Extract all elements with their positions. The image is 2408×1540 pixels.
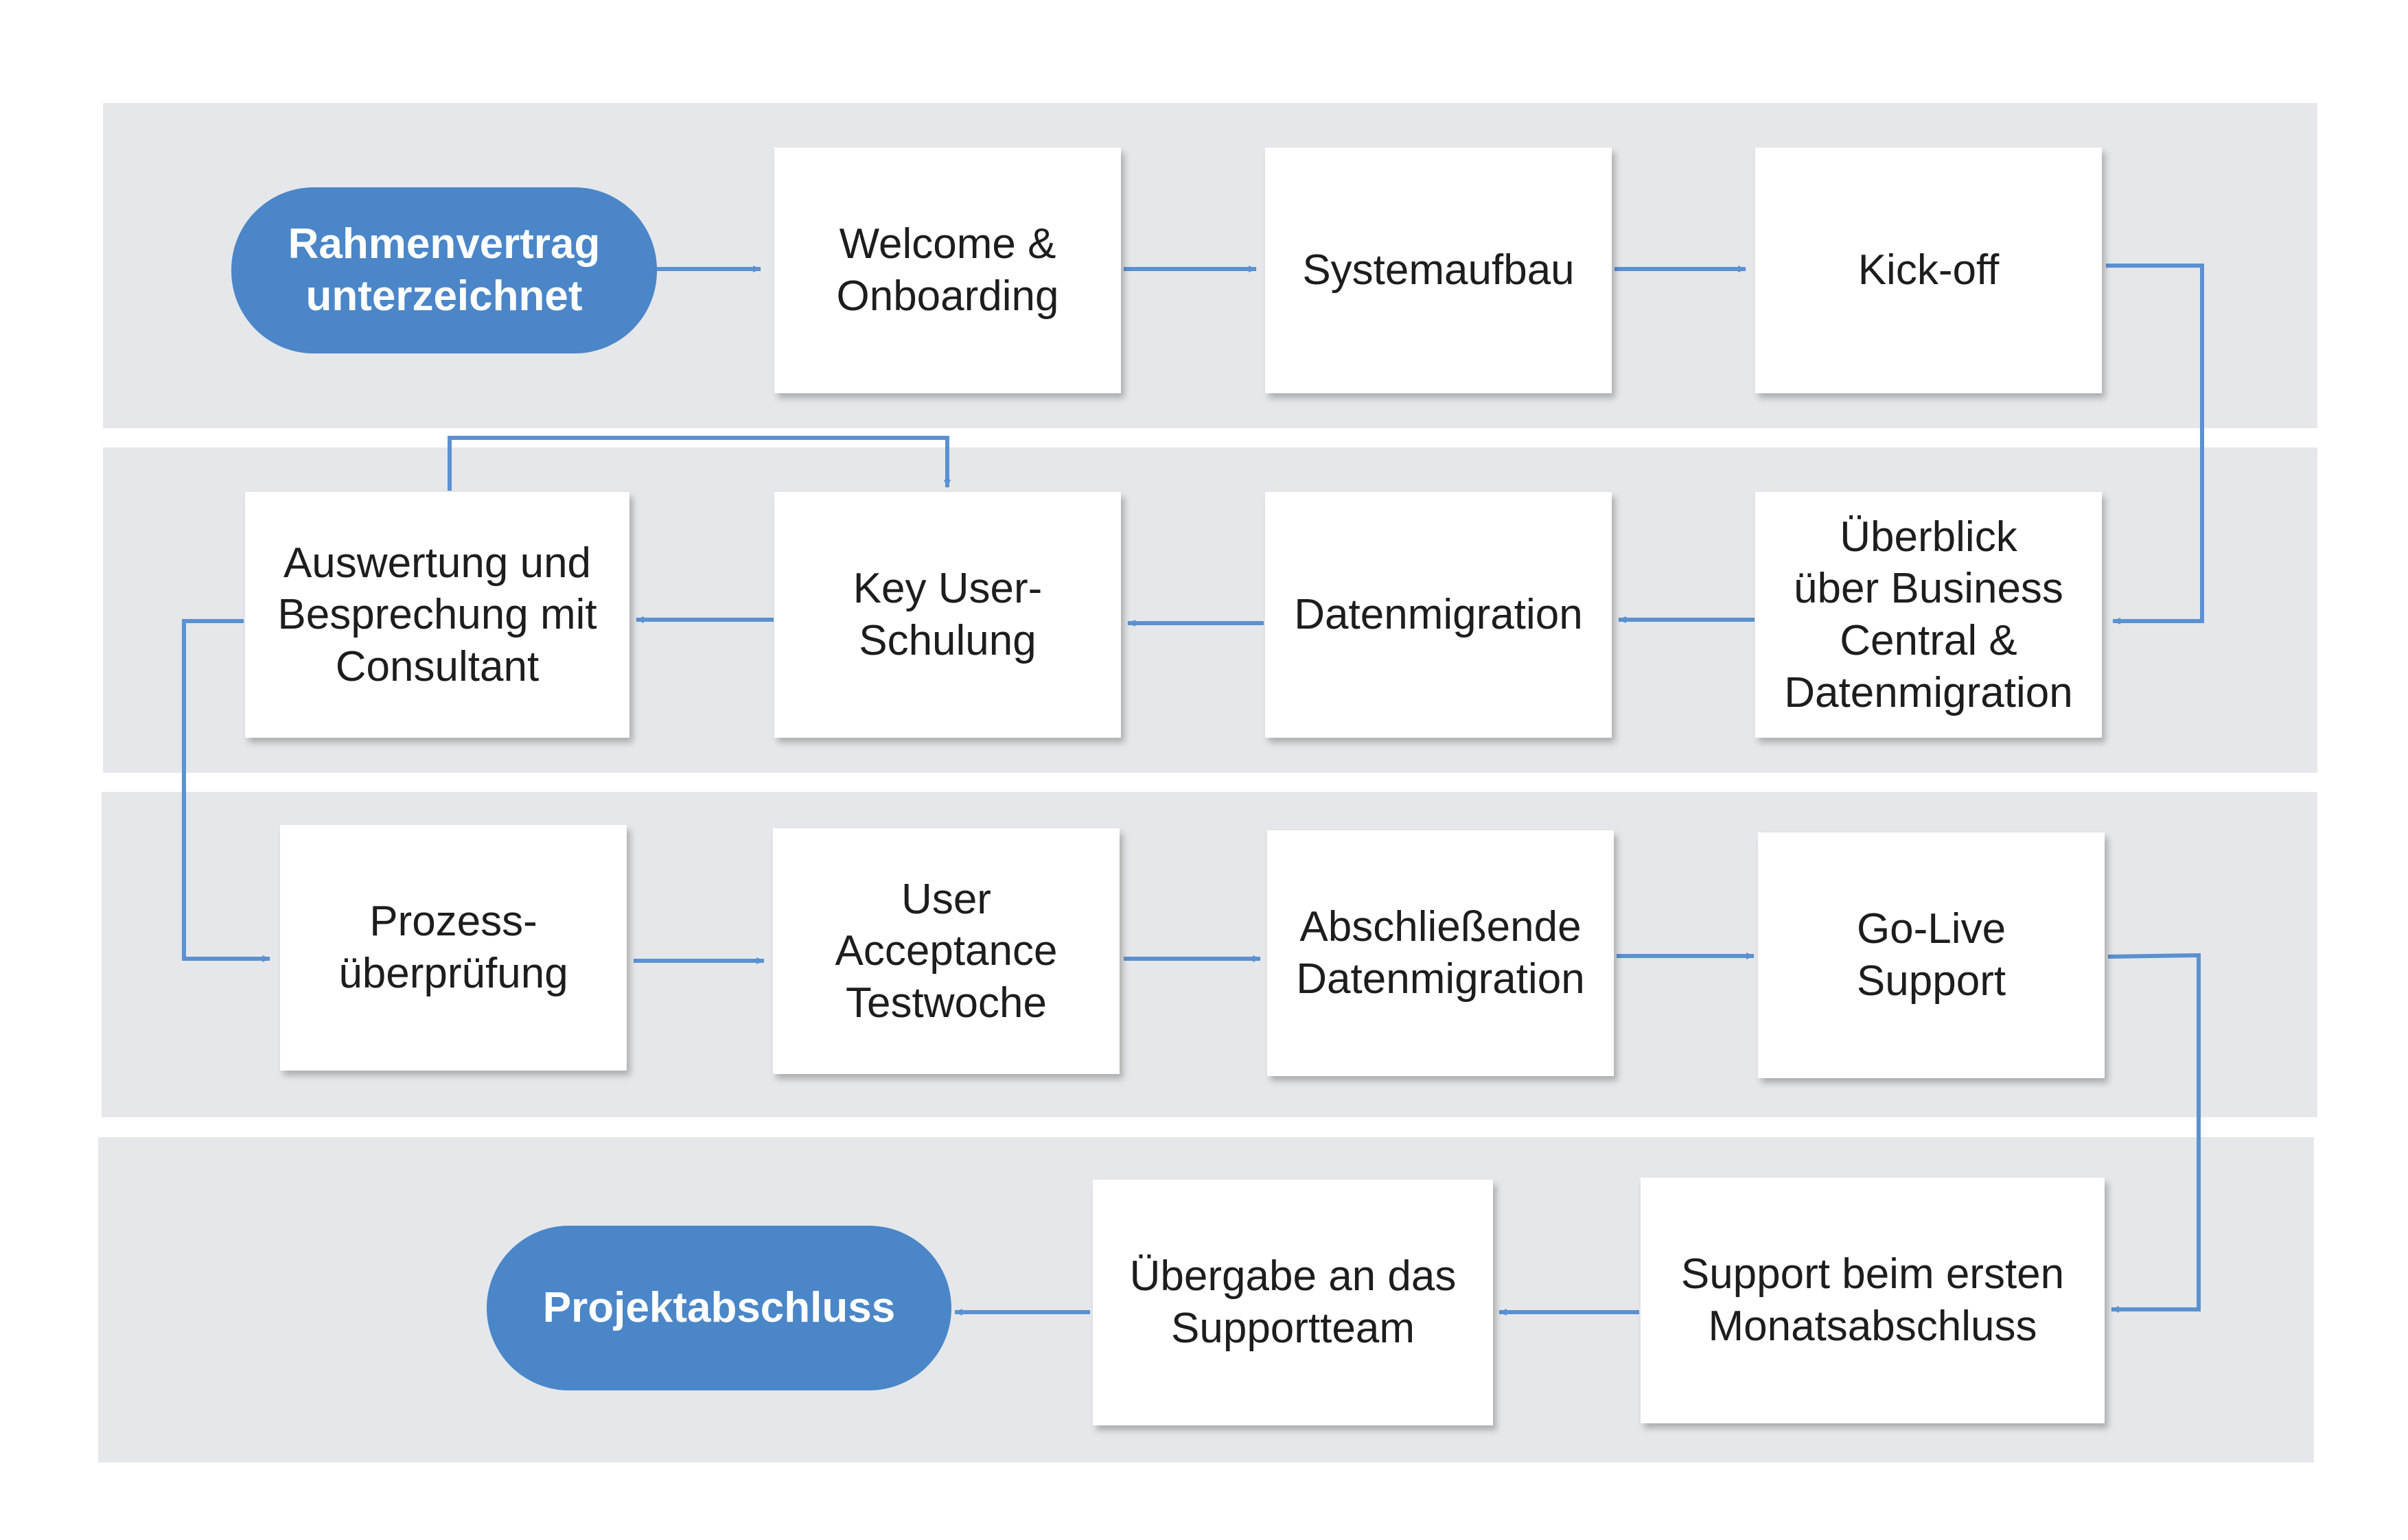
step-key-user-schulung: Key User- Schulung bbox=[774, 492, 1121, 738]
step-user-acceptance-testwoche: User Acceptance Testwoche bbox=[773, 828, 1120, 1074]
step-welcome-onboarding: Welcome & Onboarding bbox=[774, 148, 1121, 393]
step-go-live-support: Go-Live Support bbox=[1758, 832, 2105, 1078]
step-prozessueberpruefung: Prozess- überprüfung bbox=[280, 825, 627, 1071]
step-uebergabe-supportteam: Übergabe an das Supportteam bbox=[1093, 1180, 1493, 1425]
step-support-monatsabschluss: Support beim ersten Monatsabschluss bbox=[1641, 1178, 2105, 1423]
step-abschliessende-datenmigration: Abschließende Datenmigration bbox=[1267, 830, 1614, 1076]
arrow-auswertung-to-prozess bbox=[182, 619, 270, 962]
step-datenmigration: Datenmigration bbox=[1265, 492, 1612, 738]
arrow-golive-to-support-monat bbox=[2107, 953, 2201, 1313]
step-auswertung-besprechung: Auswertung und Besprechung mit Consultan… bbox=[245, 492, 629, 738]
step-systemaufbau: Systemaufbau bbox=[1265, 148, 1612, 393]
end-terminal-projektabschluss: Projektabschluss bbox=[487, 1226, 951, 1390]
step-ueberblick-business-central: Überblick über Business Central & Datenm… bbox=[1755, 492, 2102, 738]
step-kickoff: Kick-off bbox=[1755, 148, 2102, 393]
start-terminal-rahmenvertrag: Rahmenvertrag unterzeichnet bbox=[231, 187, 657, 353]
arrow-auswertung-loop-to-keyuser bbox=[448, 436, 951, 491]
arrow-kickoff-to-ueberblick bbox=[2106, 264, 2204, 625]
